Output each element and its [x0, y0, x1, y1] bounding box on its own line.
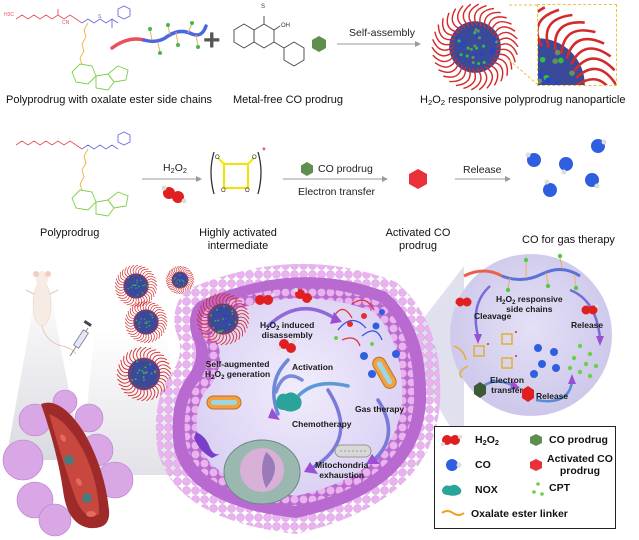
- chemotherapy-label: Chemotherapy: [292, 419, 352, 429]
- polyprodrug-caption: Polyprodrug with oxalate ester side chai…: [6, 94, 212, 107]
- co-prodrug-hexagon-icon: [310, 35, 328, 53]
- co-molecules-group: [520, 138, 610, 208]
- mechanism-inset: H2O2 responsive side chains Cleavage Rel…: [450, 254, 612, 416]
- polymer-chain-cartoon: [108, 18, 208, 78]
- mitochondria-exhaustion-label: Mitochondria exhaustion: [315, 460, 368, 480]
- activation-label: Activation: [292, 362, 333, 372]
- mitochondria-exhausted-icon: [334, 443, 372, 459]
- gas-therapy-label: Gas therapy: [355, 404, 404, 414]
- h2o2-molecule-icon: [441, 433, 463, 447]
- bottom-section: H2O2 induced disassembly Self-augmented …: [0, 250, 639, 540]
- electron-transfer-arrow: [283, 175, 388, 183]
- co-molecule-icon: [526, 139, 607, 197]
- h2o2-arrow-label: H2O2: [155, 162, 195, 174]
- plus-sign: +: [203, 24, 221, 58]
- golgi-icon: [192, 428, 222, 458]
- legend: H2O2 CO prodrug CO Activated CO prodrug …: [434, 426, 616, 529]
- co-prodrug-structure: [232, 8, 312, 73]
- middle-row: Polyprodrug H2O2 O O O O * Highly activa…: [0, 110, 639, 250]
- chem-label-oh: OH: [281, 23, 290, 29]
- dioxetanedione-intermediate: O O O O: [208, 150, 268, 200]
- co-prodrug-caption: Metal-free CO prodrug: [233, 94, 343, 107]
- chem-label-s2: S: [261, 4, 265, 10]
- h2o2-induced-disassembly-label: H2O2 induced disassembly: [260, 320, 314, 340]
- h2o2-molecule-icon: [160, 184, 190, 204]
- cpt-dots-icon: [531, 481, 547, 497]
- co-prodrug-hexagon-icon: [529, 433, 543, 447]
- activated-co-prodrug-hexagon-icon: [407, 168, 429, 190]
- electron-transfer-inset-label: Electron transfer: [490, 375, 524, 395]
- self-augmented-label: Self-augmented H2O2 generation: [205, 359, 270, 379]
- nanoparticle-zoom-inset: [537, 4, 617, 86]
- co-gas-therapy-label: CO for gas therapy: [522, 234, 615, 247]
- chem-label-s: S: [98, 14, 101, 20]
- inset-connector-lines: [507, 2, 537, 92]
- co-prodrug-arrow-label: CO prodrug: [318, 163, 373, 175]
- co-molecule-icon: [445, 458, 465, 472]
- svg-text:O: O: [221, 188, 226, 194]
- chem-label-cn: CN: [62, 20, 69, 26]
- release-bottom-label: Release: [536, 391, 568, 401]
- nanoparticle-caption: H2O2 responsive polyprodrug nanoparticle: [420, 94, 625, 107]
- polyprodrug-structure-2: [2, 130, 132, 220]
- svg-text:O: O: [252, 155, 257, 161]
- oxalate-linker-icon: [441, 508, 465, 518]
- chem-label-h3c: H3C: [4, 12, 14, 18]
- nucleus-icon: [222, 436, 302, 506]
- electron-transfer-label: Electron transfer: [298, 186, 375, 198]
- svg-text:O: O: [215, 155, 220, 161]
- svg-text:O: O: [245, 188, 250, 194]
- tumor-blood-vessel: [5, 390, 155, 540]
- h2o2-arrow: [142, 175, 202, 183]
- release-arrow: [455, 175, 511, 183]
- top-row: H3C CN S + S OH Self-assembly: [0, 0, 639, 110]
- self-assembly-arrow: [337, 40, 421, 48]
- syringe-icon: [66, 320, 96, 360]
- self-assembly-label: Self-assembly: [342, 27, 422, 39]
- inset-graphics: [450, 254, 612, 416]
- mitochondria-active-icon: [206, 394, 242, 412]
- nox-protein-icon: [441, 483, 463, 497]
- activated-co-prodrug-hexagon-icon: [529, 458, 543, 472]
- polyprodrug-step-label: Polyprodrug: [40, 227, 99, 240]
- cleavage-label: Cleavage: [474, 311, 511, 321]
- release-right-label: Release: [571, 320, 603, 330]
- nox-protein-icon: [274, 390, 304, 414]
- excited-state-star: *: [262, 146, 266, 157]
